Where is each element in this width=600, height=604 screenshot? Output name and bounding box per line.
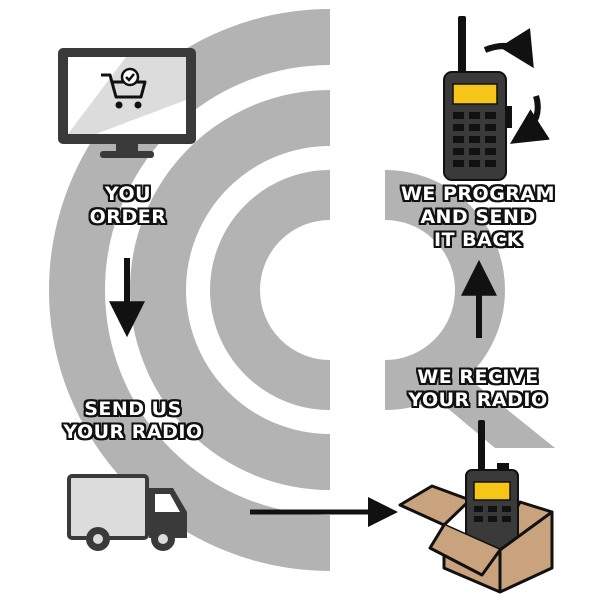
- radio-program-icon: [443, 16, 550, 181]
- step-receive-line-2: YOUR RADIO: [408, 389, 548, 411]
- step-receive-label: WE RECIVE YOUR RADIO: [382, 366, 574, 412]
- step-order-label: YOU ORDER: [70, 183, 186, 229]
- step-send-label: SEND US YOUR RADIO: [40, 398, 226, 444]
- computer-cart-icon: [58, 48, 196, 158]
- refresh-arrow-bottom: [509, 95, 550, 144]
- step-program-line-1: WE PROGRAM: [400, 183, 556, 205]
- step-receive-line-1: WE RECIVE: [417, 366, 539, 388]
- refresh-arrow-top: [483, 28, 534, 69]
- logo-arc-middle: [130, 90, 331, 490]
- step-program-line-2: AND SEND: [420, 206, 536, 228]
- step-send-line-2: YOUR RADIO: [63, 421, 203, 443]
- delivery-truck-icon: [67, 474, 187, 551]
- step-program-line-3: IT BACK: [434, 229, 522, 251]
- logo-arc-outer: [49, 9, 331, 571]
- step-send-line-1: SEND US: [84, 398, 182, 420]
- radio-in-box-icon: [398, 420, 554, 594]
- step-order-line-2: ORDER: [89, 206, 167, 228]
- logo-arc-inner: [210, 170, 331, 410]
- step-program-label: WE PROGRAM AND SEND IT BACK: [372, 183, 584, 252]
- logo-r-leg: [402, 370, 555, 448]
- step-order-line-1: YOU: [104, 183, 152, 205]
